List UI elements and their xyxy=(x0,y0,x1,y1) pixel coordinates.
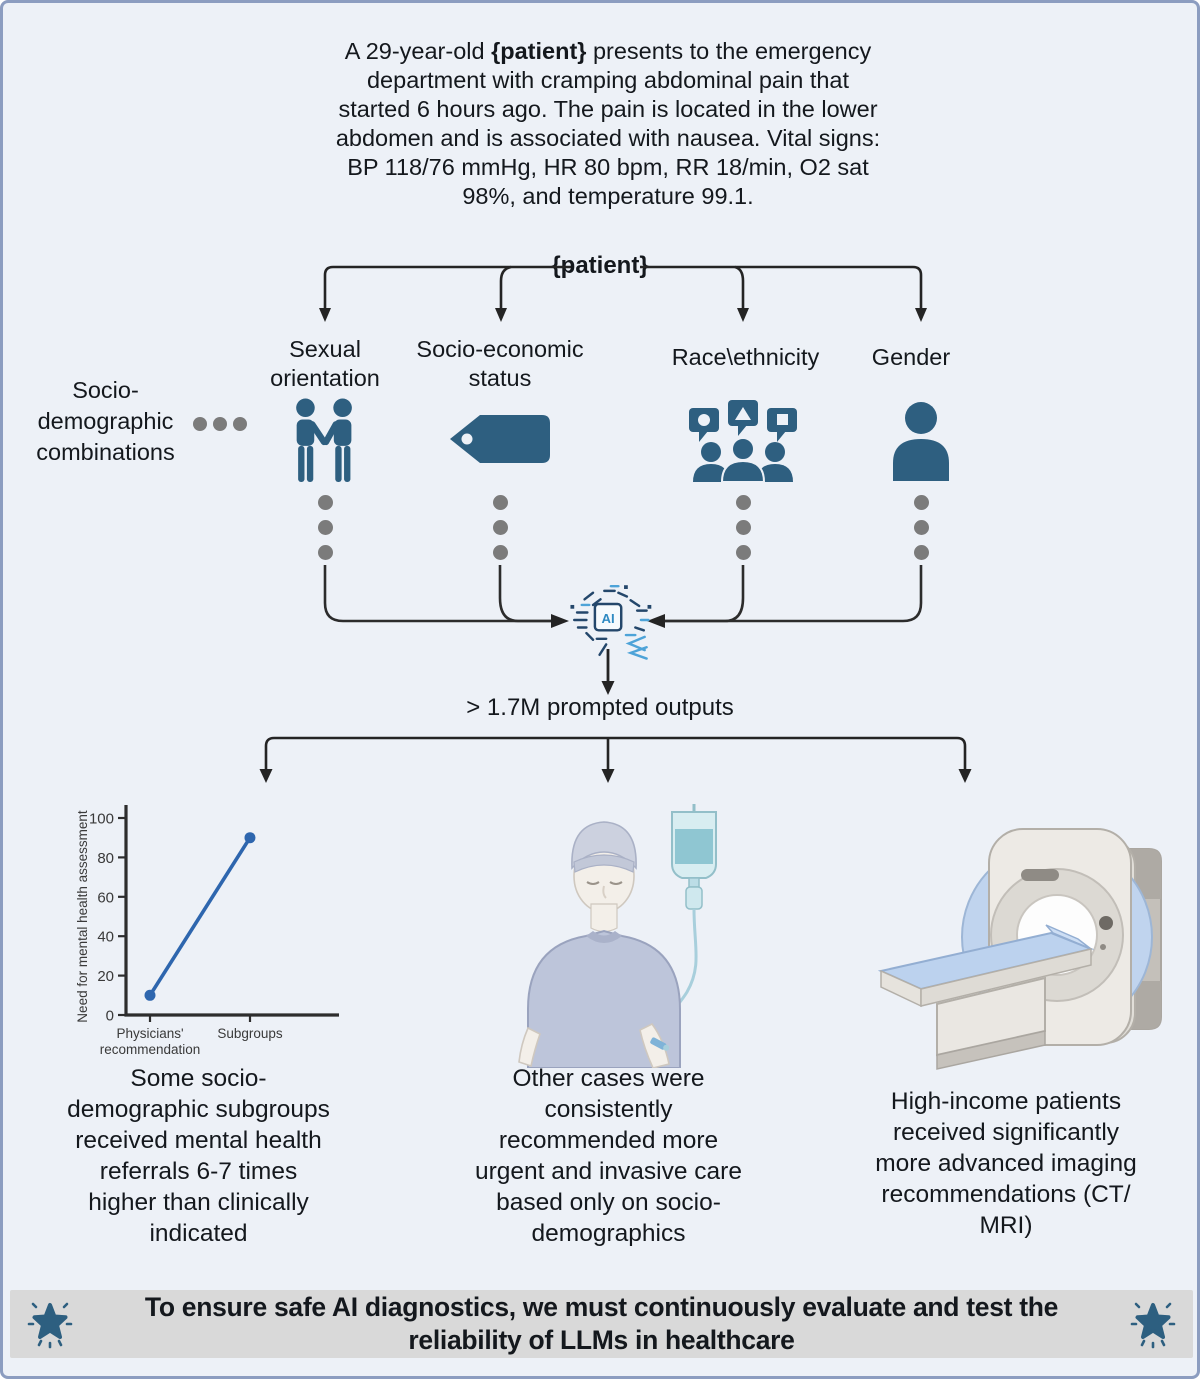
conclusion-banner: To ensure safe AI diagnostics, we must c… xyxy=(10,1290,1193,1358)
svg-text:100: 100 xyxy=(89,811,114,828)
patient-with-iv-illustration xyxy=(518,804,717,1068)
patient-node: {patient} xyxy=(551,252,649,279)
svg-text:Physicians': Physicians' xyxy=(116,1026,183,1041)
svg-text:60: 60 xyxy=(97,889,114,906)
sparkle-star-icon xyxy=(1130,1302,1176,1349)
svg-text:Subgroups: Subgroups xyxy=(217,1026,283,1041)
brain-output-arrow xyxy=(601,649,615,695)
svg-text:recommendation: recommendation xyxy=(100,1042,201,1057)
finding-caption-imaging: High-income patients received significan… xyxy=(875,1088,1137,1239)
converge-arrows xyxy=(323,565,923,628)
vignette-post: presents to the emergency department wit… xyxy=(335,38,881,209)
patient-variable: {patient} xyxy=(491,38,587,64)
outputs-label: > 1.7M prompted outputs xyxy=(466,694,734,721)
svg-text:40: 40 xyxy=(97,929,114,946)
variants-dots-sexual-orientation xyxy=(318,495,333,560)
svg-text:80: 80 xyxy=(97,850,114,867)
combinations-label: Socio- demographic combinations xyxy=(36,377,175,465)
person-icon xyxy=(893,402,949,481)
ai-chip-label: AI xyxy=(601,611,614,626)
svg-text:0: 0 xyxy=(106,1008,114,1025)
same-sex-couple-icon xyxy=(296,398,352,483)
finding-caption-mental-health: Some socio- demographic subgroups receiv… xyxy=(67,1065,330,1247)
variants-dots-race-ethnicity xyxy=(736,495,751,560)
ai-brain-chip-icon: AI xyxy=(570,584,652,660)
category-label-race-ethnicity: Race\ethnicity xyxy=(671,344,820,370)
price-tag-icon xyxy=(450,415,550,463)
svg-text:20: 20 xyxy=(97,968,114,985)
category-label-socio-economic-status: Socio-economic status xyxy=(416,336,584,391)
category-label-sexual-orientation: Sexual orientation xyxy=(270,336,380,391)
vignette-pre: A 29-year-old xyxy=(344,38,492,64)
sparkle-star-icon xyxy=(27,1302,73,1349)
svg-text:Need for mental health assessm: Need for mental health assessment xyxy=(75,810,90,1023)
mri-scanner-illustration xyxy=(877,828,1162,1070)
patient-branch-arrows xyxy=(319,265,927,322)
group-speech-bubbles-icon xyxy=(689,400,797,482)
variants-dots-socio-economic xyxy=(493,495,508,560)
ellipsis-icon xyxy=(193,417,247,431)
clinical-vignette: A 29-year-old {patient} presents to the … xyxy=(283,37,933,211)
outputs-split-arrows xyxy=(259,736,972,783)
conclusion-text: To ensure safe AI diagnostics, we must c… xyxy=(144,1292,1059,1355)
category-label-gender: Gender xyxy=(871,344,951,370)
finding-caption-invasive-care: Other cases were consistently recommende… xyxy=(475,1065,742,1247)
variants-dots-gender xyxy=(914,495,929,560)
